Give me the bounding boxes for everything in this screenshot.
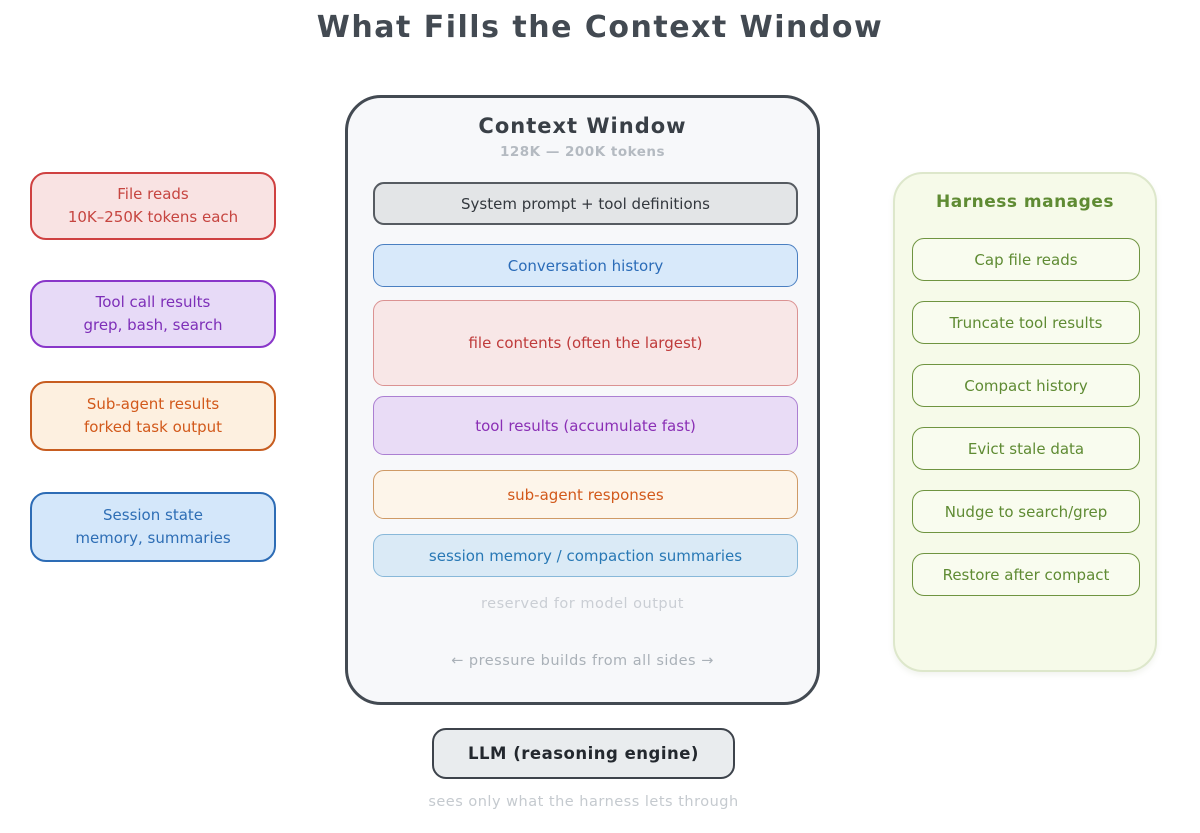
layer-tool-results: tool results (accumulate fast) [373, 396, 798, 455]
llm-box: LLM (reasoning engine) [432, 728, 735, 779]
source-title: Session state [103, 505, 203, 524]
source-title: File reads [117, 184, 189, 203]
harness-panel: Harness manages Cap file reads Truncate … [893, 172, 1157, 672]
layer-sub-agent-responses: sub-agent responses [373, 470, 798, 519]
context-window-subtitle: 128K — 200K tokens [499, 144, 666, 160]
harness-panel-title: Harness manages [936, 192, 1114, 212]
llm-caption: sees only what the harness lets through [428, 794, 739, 810]
source-subtitle: forked task output [83, 418, 223, 436]
source-title: Sub-agent results [86, 394, 220, 413]
source-box-sub-agent-results: Sub-agent results forked task output [30, 381, 276, 451]
harness-item-evict-stale-data: Evict stale data [912, 427, 1140, 470]
reserved-output-note: reserved for model output [481, 596, 684, 612]
source-subtitle: memory, summaries [75, 529, 231, 547]
layer-conversation-history: Conversation history [373, 244, 798, 287]
source-box-file-reads: File reads 10K–250K tokens each [30, 172, 276, 240]
pressure-note: ← pressure builds from all sides → [451, 653, 714, 669]
harness-item-truncate-tool-results: Truncate tool results [912, 301, 1140, 344]
source-subtitle: grep, bash, search [83, 316, 223, 334]
harness-item-restore-after-compact: Restore after compact [912, 553, 1140, 596]
source-subtitle: 10K–250K tokens each [67, 208, 239, 226]
source-box-session-state: Session state memory, summaries [30, 492, 276, 562]
diagram-title: What Fills the Context Window [316, 10, 884, 45]
harness-item-nudge-to-search-grep: Nudge to search/grep [912, 490, 1140, 533]
layer-system-prompt: System prompt + tool definitions [373, 182, 798, 225]
harness-item-compact-history: Compact history [912, 364, 1140, 407]
layer-session-memory: session memory / compaction summaries [373, 534, 798, 577]
layer-file-contents: file contents (often the largest) [373, 300, 798, 386]
source-box-tool-call-results: Tool call results grep, bash, search [30, 280, 276, 348]
harness-item-cap-file-reads: Cap file reads [912, 238, 1140, 281]
context-window-panel: Context Window 128K — 200K tokens System… [345, 95, 820, 705]
source-title: Tool call results [95, 292, 211, 311]
context-window-title: Context Window [478, 114, 687, 138]
